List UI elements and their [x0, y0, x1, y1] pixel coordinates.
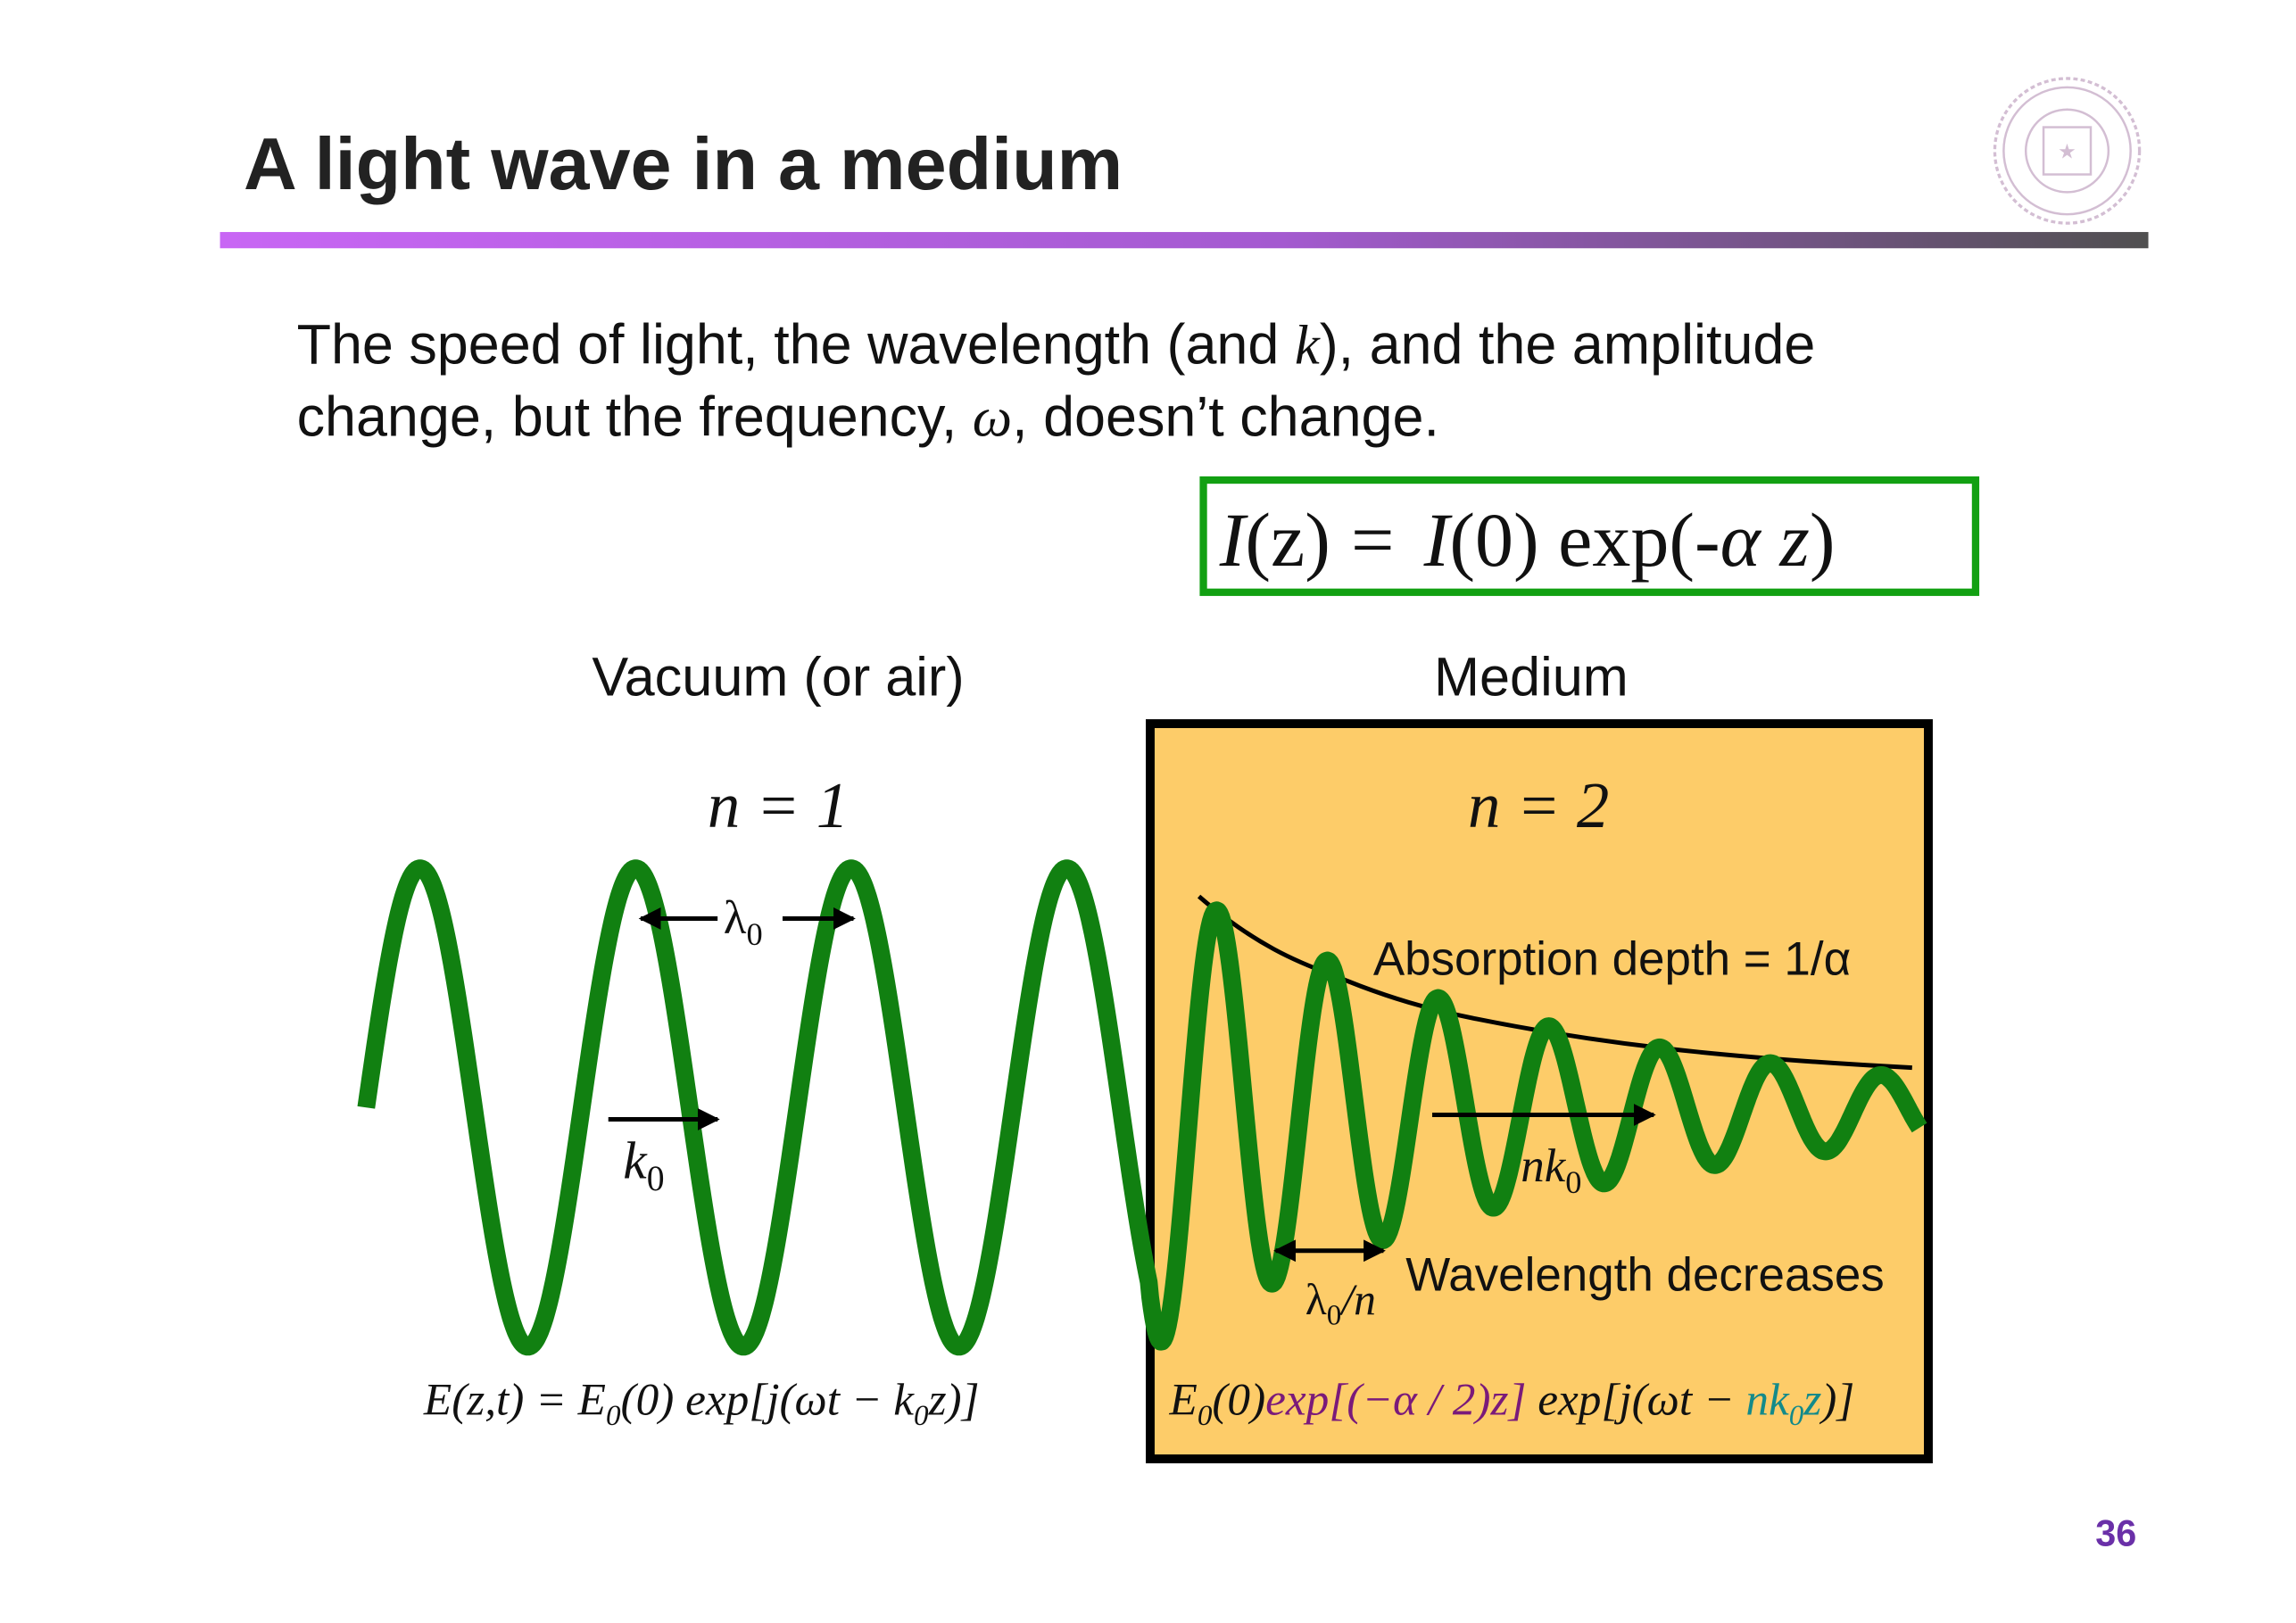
n1-label: n = 1	[708, 769, 849, 841]
body-line-1: The speed of light, the wavelength (and …	[297, 313, 1816, 376]
lambda0-label-bg	[717, 893, 783, 944]
k0-label: k0	[623, 1131, 664, 1198]
body-line-2: change, but the frequency, ω, doesn’t ch…	[297, 385, 1439, 448]
title-underline	[220, 232, 2149, 249]
university-seal-logo: ★	[1993, 77, 2142, 225]
nk0-label: nk0	[1521, 1140, 1581, 1200]
medium-label: Medium	[1434, 647, 1629, 708]
vacuum-label: Vacuum (or air)	[592, 647, 964, 708]
light-wave	[357, 859, 1927, 1356]
slide-title: A light wave in a medium	[244, 122, 1123, 205]
medium-field-formula: E0(0)exp[(−α / 2)z] exp[j(ωt − nk0z)]	[1168, 1374, 1854, 1432]
intensity-formula-box	[1199, 476, 1980, 596]
lambda-n-label: λ0/n	[1305, 1275, 1376, 1332]
n2-label: n = 2	[1468, 769, 1609, 841]
wavelength-decreases-label: Wavelength decreases	[1405, 1248, 1885, 1301]
vacuum-field-formula: E(z,t) = E0(0) exp[j(ωt − k0z)]	[423, 1374, 980, 1432]
page-number: 36	[2095, 1513, 2136, 1554]
lambda0-label: λ0	[724, 892, 763, 952]
intensity-formula: I(z)=I(0) exp(-α z)	[1219, 497, 1836, 583]
svg-text:★: ★	[2058, 140, 2076, 163]
absorption-depth-label: Absorption depth = 1/α	[1373, 932, 1851, 985]
